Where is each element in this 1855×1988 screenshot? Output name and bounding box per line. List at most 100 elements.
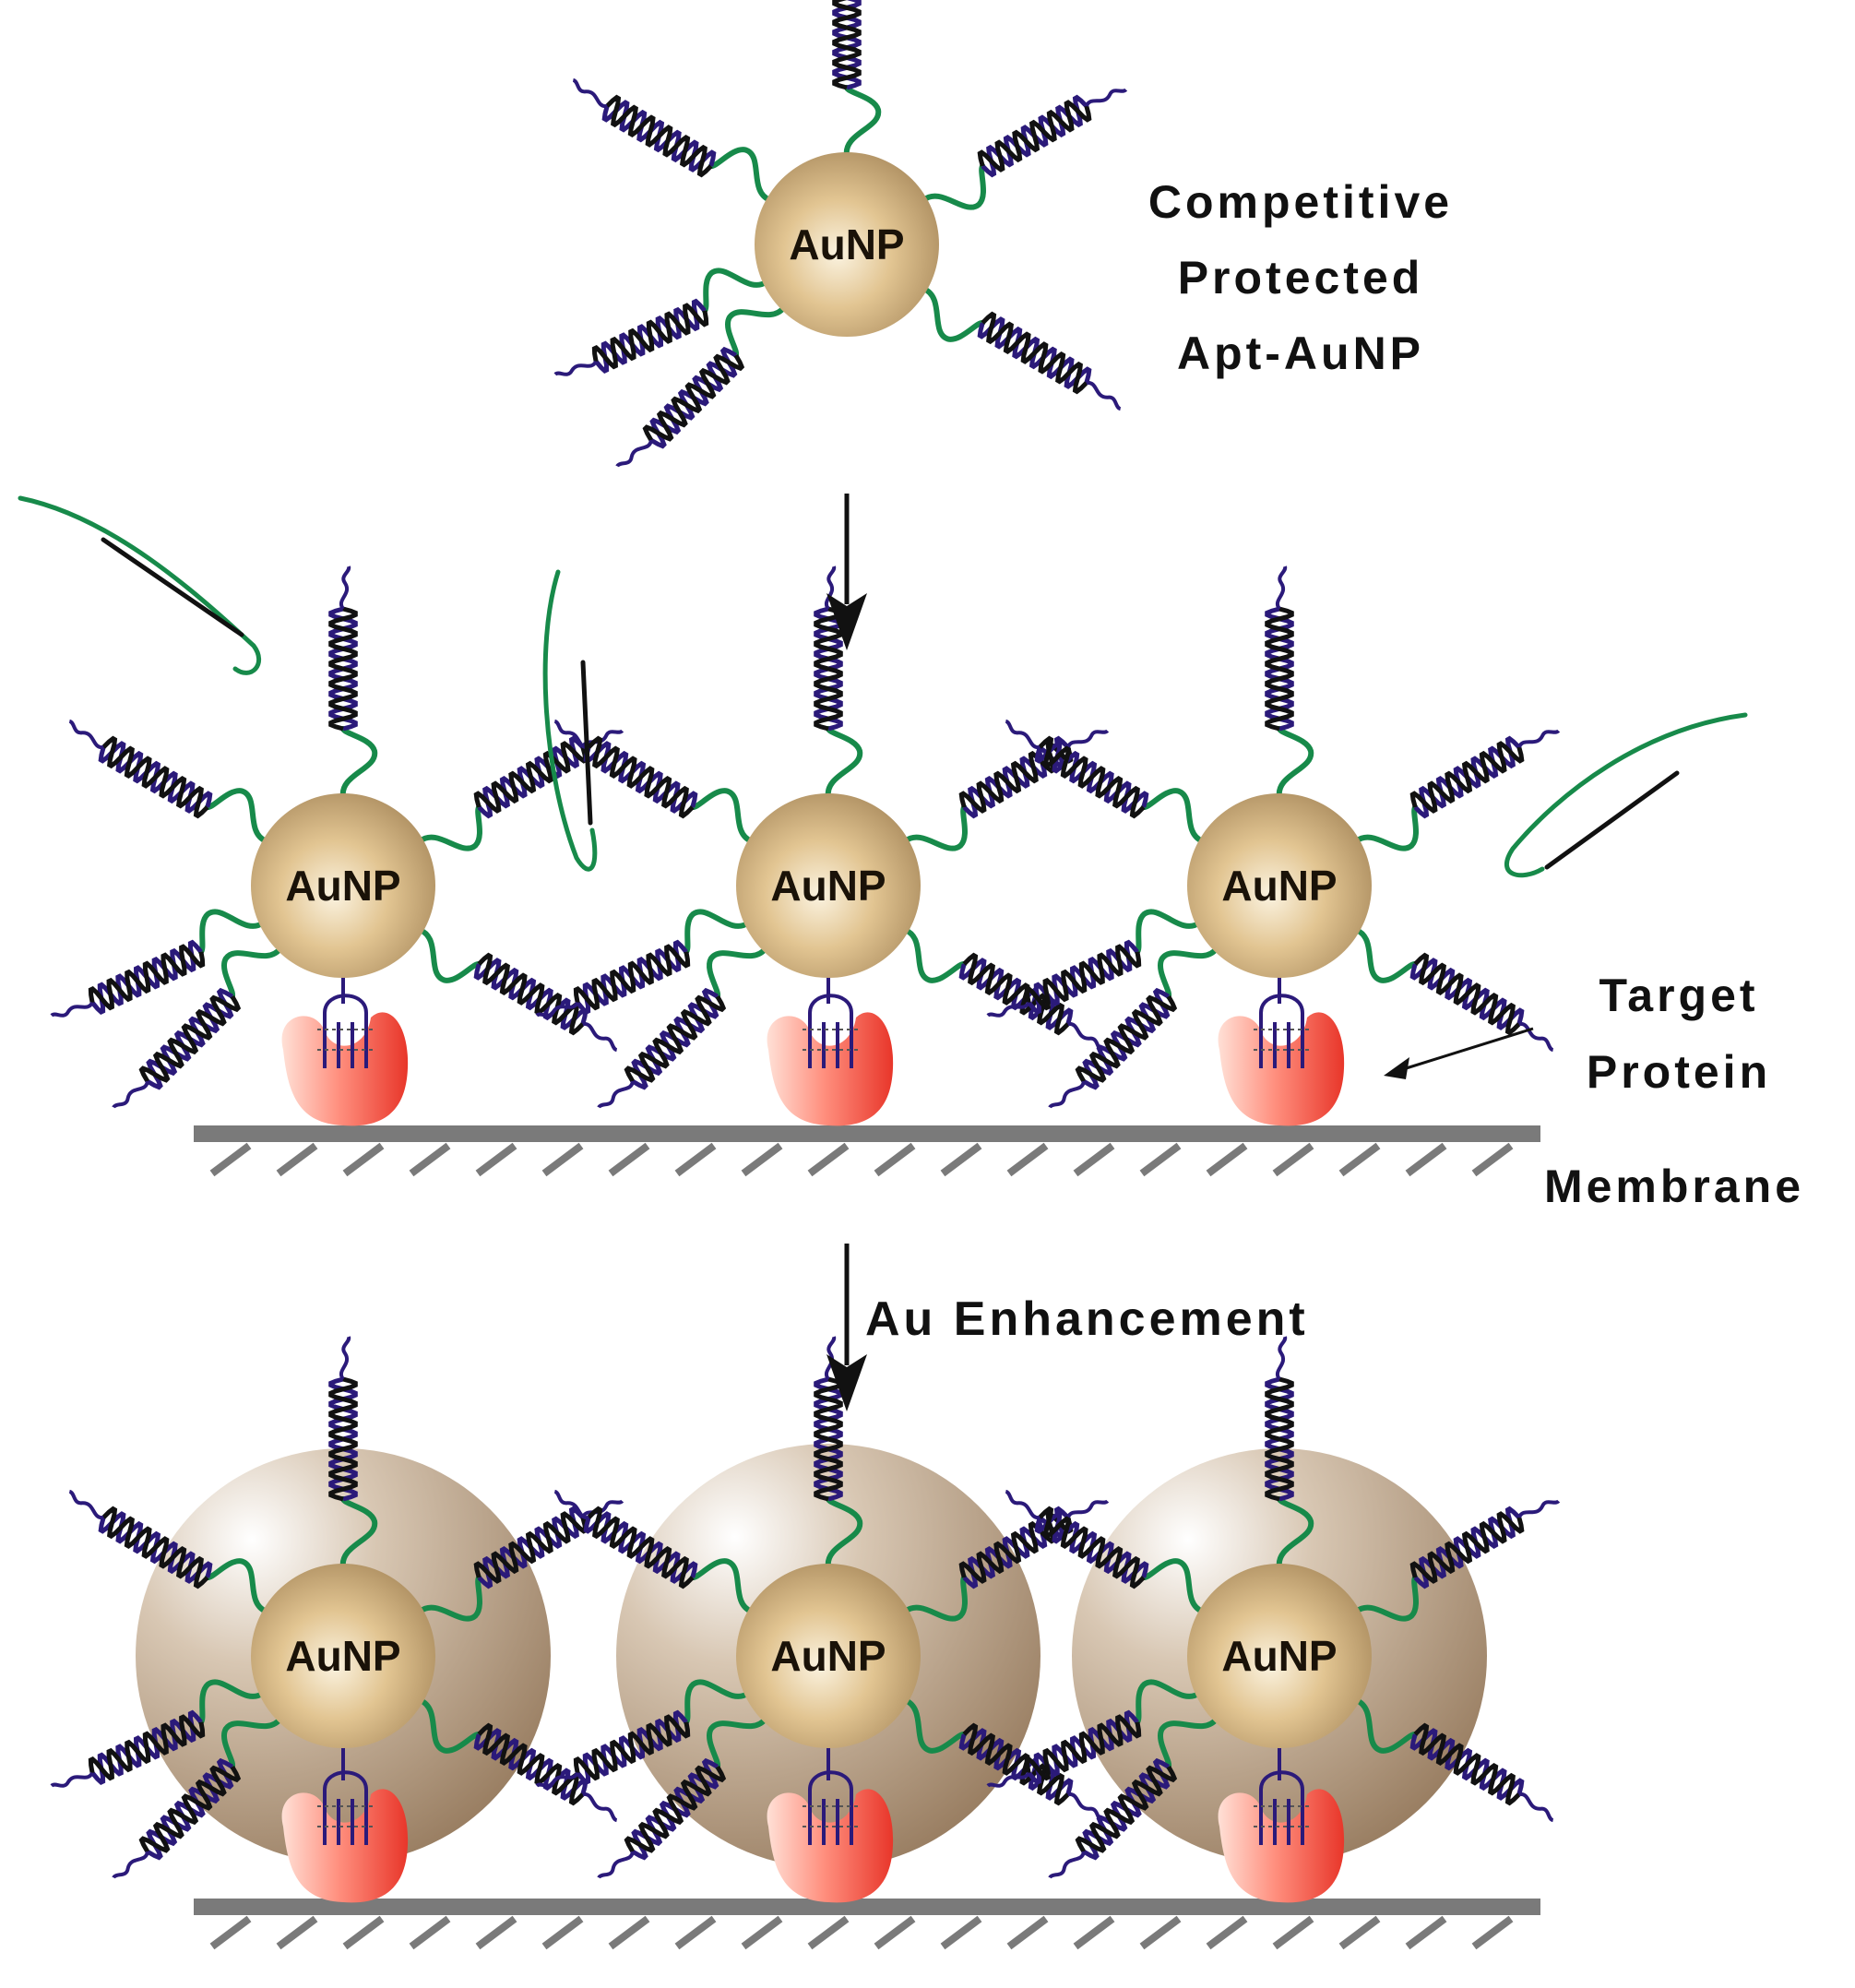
dna-helix-arm xyxy=(68,719,269,844)
released-strand xyxy=(1504,712,1748,878)
aptamer-linker xyxy=(689,1558,755,1614)
aptamer-linker xyxy=(825,1496,863,1570)
membrane-hatch xyxy=(342,1142,385,1177)
target-protein xyxy=(1218,1725,1345,1903)
aunp-core xyxy=(736,793,921,978)
aptamer-loop xyxy=(808,994,853,1068)
aptamer-linker xyxy=(339,1496,378,1570)
helix-strand-black xyxy=(328,606,358,732)
aptamer-linker xyxy=(221,945,284,1000)
label-protected: Protected xyxy=(1177,252,1424,304)
helix-strand-black xyxy=(88,1714,206,1781)
aunp-core xyxy=(251,793,435,978)
released-complement xyxy=(580,660,593,826)
dna-helix-arm xyxy=(814,565,863,800)
helix-strand-black xyxy=(814,606,843,732)
helix-strand-black xyxy=(477,952,585,1036)
aptamer-linker xyxy=(417,804,482,851)
quadruplex-bonds xyxy=(1254,1805,1309,1827)
membrane-surface xyxy=(194,1125,1540,1177)
helix-tail xyxy=(825,565,837,611)
released-strand-layer xyxy=(18,495,1748,878)
aptamer-linker xyxy=(417,1697,482,1754)
helix-strand-black xyxy=(1075,1765,1178,1853)
helix-tail xyxy=(572,77,608,109)
membrane-hatch xyxy=(541,1142,584,1177)
aunp-label: AuNP xyxy=(285,862,400,910)
helix-strand-black xyxy=(1024,944,1142,1011)
membrane-hatch xyxy=(741,1915,783,1950)
dna-helix-arm xyxy=(328,565,378,800)
membrane-hatch xyxy=(674,1915,717,1950)
dna-helix-arm xyxy=(328,1336,378,1570)
quadruplex-bonds xyxy=(803,1805,858,1827)
dna-helix-arm xyxy=(535,909,751,1018)
helix-strand-black xyxy=(573,1714,691,1781)
membrane-hatch xyxy=(1405,1142,1447,1177)
aptamer-loop xyxy=(323,994,368,1068)
helix-tail xyxy=(339,565,351,611)
label-apt-aunp: Apt-AuNP xyxy=(1176,327,1425,379)
aptamer-linker xyxy=(1134,909,1202,955)
aptamer-linker xyxy=(708,147,773,203)
aptamer-loop xyxy=(1259,994,1304,1068)
target-protein xyxy=(767,948,894,1126)
aptamer-linker xyxy=(1140,1558,1206,1614)
pointer-shaft xyxy=(1399,1027,1534,1072)
helix-strand-black xyxy=(473,1511,589,1584)
aptamer-linker xyxy=(1353,804,1419,851)
membrane-hatch xyxy=(541,1915,584,1950)
membrane-hatch xyxy=(1206,1915,1248,1950)
helix-tail xyxy=(597,1851,635,1879)
helix-strand-black xyxy=(1413,952,1521,1036)
aptamer-linker xyxy=(902,1697,968,1754)
protein-body xyxy=(1218,1789,1345,1903)
helix-strand-black xyxy=(1265,606,1294,732)
helix-tail xyxy=(1048,1080,1086,1109)
dna-helix-arm xyxy=(417,1499,624,1622)
aunp-label: AuNP xyxy=(285,1632,400,1680)
aptamer-linker xyxy=(902,927,968,983)
membrane-hatch xyxy=(608,1915,650,1950)
membrane-hatch xyxy=(940,1915,982,1950)
dna-helix-arm xyxy=(1353,1697,1554,1823)
dna-helix-arm xyxy=(1005,1489,1206,1614)
membrane-hatch xyxy=(1338,1915,1381,1950)
dna-helix-arm xyxy=(986,909,1202,1018)
membrane-hatch xyxy=(741,1142,783,1177)
helix-tail xyxy=(1518,1021,1554,1053)
aptamer-linker xyxy=(197,1679,266,1725)
helix-tail xyxy=(615,439,653,468)
helix-tail xyxy=(553,719,589,750)
membrane-bar xyxy=(194,1899,1540,1915)
aunp-core xyxy=(1187,793,1372,978)
membrane-surface xyxy=(194,1899,1540,1950)
membrane-hatch xyxy=(276,1915,318,1950)
dna-helix-arm xyxy=(1353,729,1561,851)
aunp-core xyxy=(736,1564,921,1748)
released-aptamer xyxy=(542,569,598,872)
helix-tail xyxy=(582,1021,618,1053)
dna-helix-arm xyxy=(921,88,1128,210)
helix-tail xyxy=(50,1001,94,1018)
helix-strand-black xyxy=(591,303,709,370)
aptamer-linker xyxy=(1158,945,1220,1000)
membrane-hatch xyxy=(1206,1142,1248,1177)
aptamer-linker xyxy=(339,726,378,800)
aptamer-linker xyxy=(683,909,751,955)
aunp-label: AuNP xyxy=(1221,862,1337,910)
aptamer-linker xyxy=(1353,1575,1419,1622)
membrane-hatch xyxy=(475,1915,517,1950)
helix-strand-black xyxy=(587,1506,695,1589)
aptamer-linker xyxy=(825,726,863,800)
membrane-hatch xyxy=(1073,1142,1115,1177)
aptamer-linker xyxy=(902,804,968,851)
aunp-particle: AuNP xyxy=(535,565,1110,1109)
dna-helix-arm xyxy=(902,927,1103,1053)
dna-helix-arm xyxy=(535,1679,751,1788)
membrane-hatch xyxy=(1405,1915,1447,1950)
helix-tail xyxy=(1065,1499,1110,1519)
released-complement xyxy=(1544,770,1680,870)
helix-tail xyxy=(1518,1792,1554,1823)
aptamer-linker xyxy=(1158,1715,1220,1770)
